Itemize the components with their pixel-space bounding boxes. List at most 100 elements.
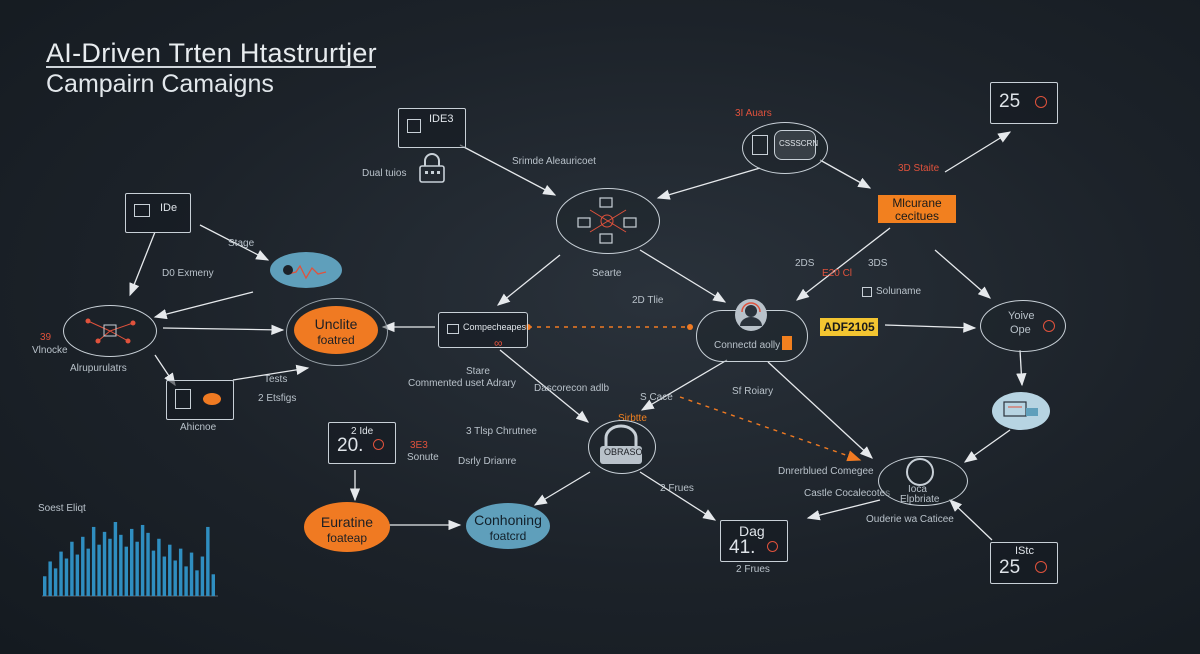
- alert-circle-icon: [373, 439, 384, 450]
- ouderie-label: Ouderie wa Caticee: [866, 514, 954, 525]
- mini-chart-bar: [146, 532, 150, 596]
- cast-label: Castle Cocalecotes: [804, 488, 891, 499]
- db-label: D0 Exmeny: [162, 268, 214, 279]
- icon-box-caption: Ahicnoe: [180, 422, 217, 433]
- center-hub-icon-caption: Searte: [592, 268, 622, 279]
- node-box-dag: Dag 41.: [720, 520, 788, 562]
- box-dag-big: 41.: [729, 537, 756, 558]
- lock-hub-caption: Sirbtte: [618, 413, 647, 424]
- node-box-2d: 2 Ide 20.: [328, 422, 396, 464]
- mini-bar-chart: [42, 522, 218, 597]
- connector-arrow: [496, 254, 561, 306]
- orange-ellipse-line1: Unclite: [314, 316, 358, 332]
- decoration-label: Dascorecon adlb: [534, 383, 610, 394]
- mini-chart-bar: [113, 522, 118, 596]
- lock-icon: [418, 153, 446, 183]
- mini-chart-bar: [53, 568, 58, 596]
- small-ex-label: 2 Etsfigs: [258, 393, 297, 404]
- link-icon: ∞: [494, 336, 503, 350]
- center-hub-caption: Srimde Aleauricoet: [512, 156, 596, 167]
- connector-arrow: [533, 471, 591, 506]
- scheme-label: Soluname: [876, 286, 922, 297]
- mini-chart-bar: [97, 544, 101, 596]
- orange-ellipse-line2: foatred: [317, 333, 355, 347]
- connector-arrow: [459, 144, 557, 196]
- orange-pill-bottom-line2: foateap: [326, 531, 368, 545]
- connector-arrow: [129, 231, 156, 297]
- dashed-dot: [687, 324, 693, 330]
- node-connector-box: Compecheapes: [438, 312, 528, 348]
- orange-rect-line1: Mlcurane: [892, 196, 942, 210]
- connector-arrow: [819, 159, 872, 189]
- bottom-right-box-label: 25: [999, 557, 1021, 578]
- connector-arrow: [656, 167, 761, 200]
- box-2d-red: 3E3: [410, 440, 428, 451]
- mini-chart-title: Soest Eliqt: [38, 503, 86, 514]
- mini-chart-bar: [184, 566, 188, 596]
- mini-chart-bar: [70, 541, 74, 596]
- connector-arrow: [944, 131, 1012, 173]
- connector-arrow: [232, 364, 310, 381]
- connector-arrow: [1016, 349, 1027, 387]
- page-title: AI-Driven Trten Htastrurtjer: [46, 38, 377, 68]
- n1-label: 2DS: [795, 258, 815, 269]
- connector-icon: [447, 324, 459, 334]
- mini-chart-bar: [75, 554, 80, 596]
- mini-chart-bar: [189, 552, 194, 596]
- blue-pill-bottom-line1: Conhoning: [474, 512, 542, 528]
- bottom-right-box-top: IStc: [1015, 545, 1034, 557]
- right-hub-line2: Ope: [1010, 324, 1031, 336]
- mini-chart-bar: [81, 536, 85, 596]
- user-headset-icon: [734, 298, 768, 337]
- target-icon: [906, 458, 934, 486]
- connector-arrow: [639, 471, 717, 521]
- mini-chart-bar: [124, 546, 128, 596]
- mini-chart-bar: [48, 561, 52, 596]
- mini-chart-bar: [119, 534, 123, 596]
- alert-circle-icon: [1035, 561, 1047, 573]
- id-card-icon: [175, 389, 191, 409]
- left-hub-red-label: 39: [40, 332, 52, 343]
- network-icon: [78, 313, 142, 352]
- node-top-right-box: 25: [990, 82, 1058, 124]
- alert-circle-icon: [767, 541, 778, 552]
- mini-chart-bar: [168, 544, 172, 596]
- title-rule: [46, 66, 376, 68]
- dashed-link: [679, 396, 862, 462]
- ext-label: Dnrerblued Comegee: [778, 466, 874, 477]
- connector-arrow: [639, 249, 727, 303]
- mini-chart-bar: [91, 526, 96, 596]
- right-hub-line1: Yoive: [1008, 310, 1035, 322]
- orange-pill-bottom-line1: Euratine: [320, 514, 374, 530]
- connector-arrow: [963, 429, 1011, 463]
- tests-label: Tests: [264, 374, 288, 385]
- mini-chart-bar: [195, 570, 199, 596]
- mini-chart-bar: [173, 560, 177, 596]
- mini-chart-bar: [135, 541, 139, 596]
- connector-arrow: [806, 499, 881, 521]
- mini-chart-bar: [108, 538, 112, 596]
- connector-arrow: [795, 227, 891, 301]
- top-right-box-label: 25: [999, 91, 1021, 112]
- stare-label: Stare: [466, 366, 490, 377]
- box-dag-caption: 2 Frues: [736, 564, 770, 575]
- connector-arrow: [884, 322, 977, 333]
- page-subtitle: Campairn Camaigns: [46, 70, 274, 98]
- top-right-hub-label: 3I Auars: [735, 108, 772, 119]
- box-2d-big: 20.: [337, 435, 364, 456]
- top-right-hub-inner: CSSSCRN: [774, 130, 818, 160]
- node-blue-pill-bottom: [466, 503, 550, 549]
- mini-chart-bar: [157, 538, 161, 596]
- alert-circle-icon: [1035, 96, 1047, 108]
- ha-label: S Cace: [640, 392, 673, 403]
- mini-chart-bar: [102, 531, 107, 596]
- oo-label: 3 Tlsp Chrutnee: [466, 426, 537, 437]
- device-icon: [752, 135, 768, 155]
- connector-arrow: [767, 361, 873, 459]
- node-blue-pill-top: [270, 252, 342, 288]
- battery-icon: [782, 336, 792, 350]
- mini-chart-bar: [206, 526, 210, 596]
- padlock-icon: [594, 424, 648, 473]
- mini-chart-bar: [200, 556, 205, 596]
- connector-arrow: [640, 359, 728, 411]
